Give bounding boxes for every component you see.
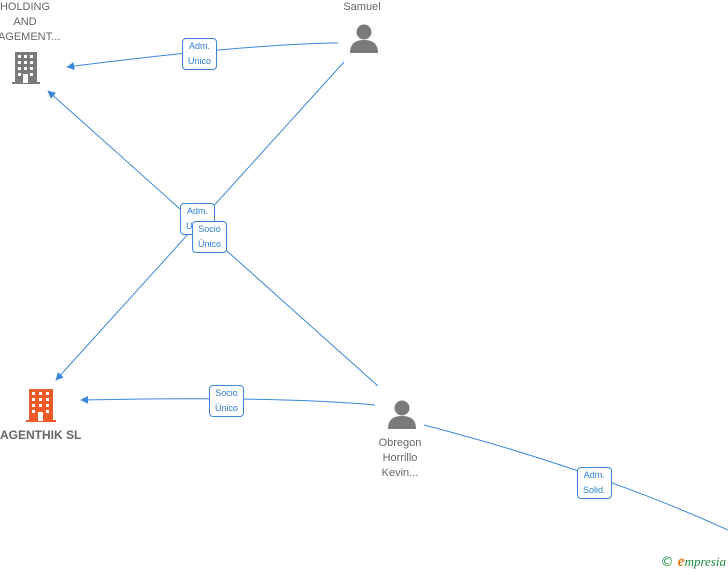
edge-label-obregon-agenthik[interactable]: Socio Único: [209, 385, 245, 417]
copyright-icon: ©: [660, 555, 674, 570]
node-label-line: AND: [13, 16, 37, 28]
person-icon[interactable]: [350, 24, 378, 54]
empresia-watermark: ©empresia: [660, 553, 726, 571]
edge-label-obregon-offscreen[interactable]: Adm. Solid.: [577, 467, 612, 499]
edge-label-line: Adm.: [189, 41, 211, 51]
node-label-line: Horrillo: [382, 452, 418, 464]
edge-label-line: Único: [215, 403, 239, 413]
edge-label-line: Adm.: [583, 470, 605, 480]
node-label-line: Kevin...: [381, 467, 419, 479]
brand-name: mpresia: [684, 554, 726, 569]
edge-label-line: Socio: [215, 388, 238, 398]
brand-initial: e: [677, 553, 685, 570]
edge-label-line: Socio: [198, 224, 221, 234]
node-label-line: NAGEMENT...: [0, 31, 61, 43]
node-label-obregon[interactable]: Obregon Horrillo Kevin...: [370, 436, 430, 481]
node-label-line: Samuel: [343, 1, 381, 13]
edge-obregon-offscreen: [423, 424, 728, 531]
node-label-line: AGENTHIK SL: [0, 428, 82, 442]
node-label-holding[interactable]: HOLDING AND NAGEMENT...: [0, 0, 60, 45]
building-icon[interactable]: [12, 52, 40, 84]
edge-label-line: Adm.: [187, 206, 209, 216]
node-label-samuel[interactable]: Samuel: [332, 0, 392, 15]
edge-label-samuel-holding[interactable]: Adm. Unico: [182, 38, 218, 70]
edge-label-line: Unico: [188, 56, 212, 66]
building-icon[interactable]: [26, 389, 56, 422]
edge-label-samuel-agenthik[interactable]: Socio Único: [192, 221, 228, 253]
person-icon[interactable]: [388, 400, 416, 430]
node-label-line: HOLDING: [0, 1, 51, 13]
node-label-agenthik[interactable]: AGENTHIK SL: [0, 428, 82, 443]
node-label-line: Obregon: [378, 437, 422, 449]
edge-label-line: Solid.: [583, 485, 606, 495]
edge-label-line: Único: [198, 239, 222, 249]
